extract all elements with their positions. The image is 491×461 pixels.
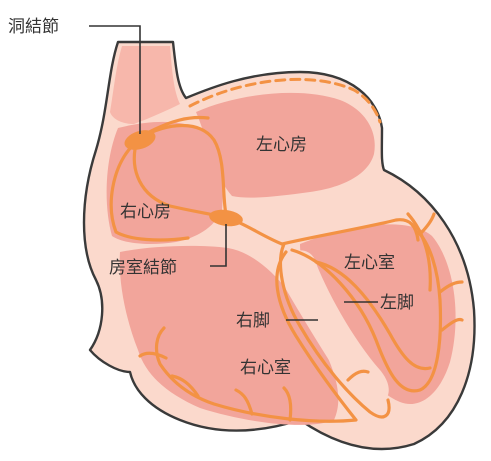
label-right-atrium: 右心房	[120, 202, 171, 222]
label-left-atrium: 左心房	[256, 135, 307, 155]
label-right-bundle-branch: 右脚	[236, 311, 270, 331]
label-sinoatrial-node: 洞結節	[8, 17, 59, 37]
label-left-ventricle: 左心室	[344, 253, 395, 273]
right-atrium-chamber	[107, 122, 223, 244]
label-av-node: 房室結節	[109, 258, 177, 278]
label-right-ventricle: 右心室	[240, 358, 291, 378]
label-left-bundle-branch: 左脚	[380, 293, 414, 313]
